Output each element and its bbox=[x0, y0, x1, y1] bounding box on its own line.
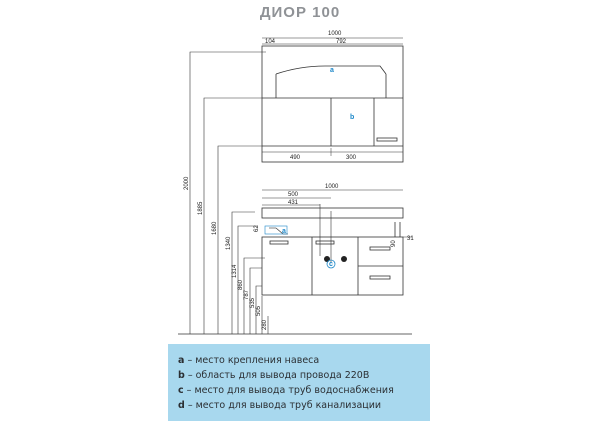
drain-hole-right bbox=[341, 256, 347, 262]
legend-key-a: a bbox=[178, 355, 185, 366]
dim-280: 280 bbox=[262, 319, 268, 330]
dim-1340: 1340 bbox=[226, 236, 232, 250]
bottom-side-31: 31 bbox=[407, 236, 414, 242]
mark-a-box bbox=[264, 225, 288, 235]
bottom-dim-500: 500 bbox=[288, 192, 299, 198]
bottom-width-label: 1000 bbox=[325, 184, 339, 190]
legend-key-b: b bbox=[178, 370, 185, 381]
legend-text-a: – место крепления навеса bbox=[187, 355, 320, 366]
legend-item-a: a – место крепления навеса bbox=[178, 353, 430, 368]
top-cabinet bbox=[261, 45, 404, 163]
top-cabinet-dimensions bbox=[262, 37, 403, 156]
top-section-left-label: 490 bbox=[290, 155, 301, 161]
legend-item-c: c – место для вывода труб водоснабжения bbox=[178, 383, 430, 398]
dim-787: 787 bbox=[244, 289, 250, 300]
top-width-label: 1000 bbox=[328, 31, 342, 37]
top-mark-a: a bbox=[330, 67, 334, 74]
top-mark-b: b bbox=[350, 114, 354, 121]
bottom-cabinet bbox=[261, 207, 404, 296]
dim-505: 505 bbox=[256, 305, 262, 316]
legend-box: a – место крепления навеса b – область д… bbox=[168, 344, 430, 421]
dim-535: 535 bbox=[250, 297, 256, 308]
diagram-title: ДИОР 100 bbox=[259, 4, 341, 21]
dim-1885: 1885 bbox=[198, 201, 204, 215]
bottom-dim-431: 431 bbox=[288, 200, 299, 206]
pipe-mark-c-circle bbox=[326, 259, 336, 269]
top-inner-width-label: 792 bbox=[336, 39, 347, 45]
bottom-pipe-marks bbox=[269, 204, 332, 262]
dim-1314: 1314 bbox=[232, 264, 238, 278]
dim-1680: 1680 bbox=[212, 221, 218, 235]
bottom-side-90: 90 bbox=[391, 240, 397, 247]
legend-text-d: – место для вывода труб канализации bbox=[187, 400, 382, 411]
vertical-dimension-lines bbox=[189, 51, 269, 334]
legend-item-d: d – место для вывода труб канализации bbox=[178, 398, 430, 413]
vertical-dimension-labels: 2000 1885 1680 1340 1314 860 787 535 505… bbox=[184, 176, 268, 330]
legend-key-d: d bbox=[178, 400, 185, 411]
dim-860: 860 bbox=[238, 279, 244, 290]
legend-text-b: – область для вывода провода 220В bbox=[187, 370, 370, 381]
bottom-mark-a: a bbox=[282, 228, 286, 235]
dim-2000: 2000 bbox=[184, 176, 190, 190]
bottom-side-62: 62 bbox=[254, 225, 260, 232]
legend-key-c: c bbox=[178, 385, 184, 396]
legend-text-c: – место для вывода труб водоснабжения bbox=[186, 385, 394, 396]
legend-item-b: b – область для вывода провода 220В bbox=[178, 368, 430, 383]
top-section-right-label: 300 bbox=[346, 155, 357, 161]
bottom-cabinet-dimensions bbox=[262, 189, 412, 238]
top-offset-label: 104 bbox=[265, 39, 276, 45]
bottom-mark-c: c bbox=[329, 261, 333, 268]
